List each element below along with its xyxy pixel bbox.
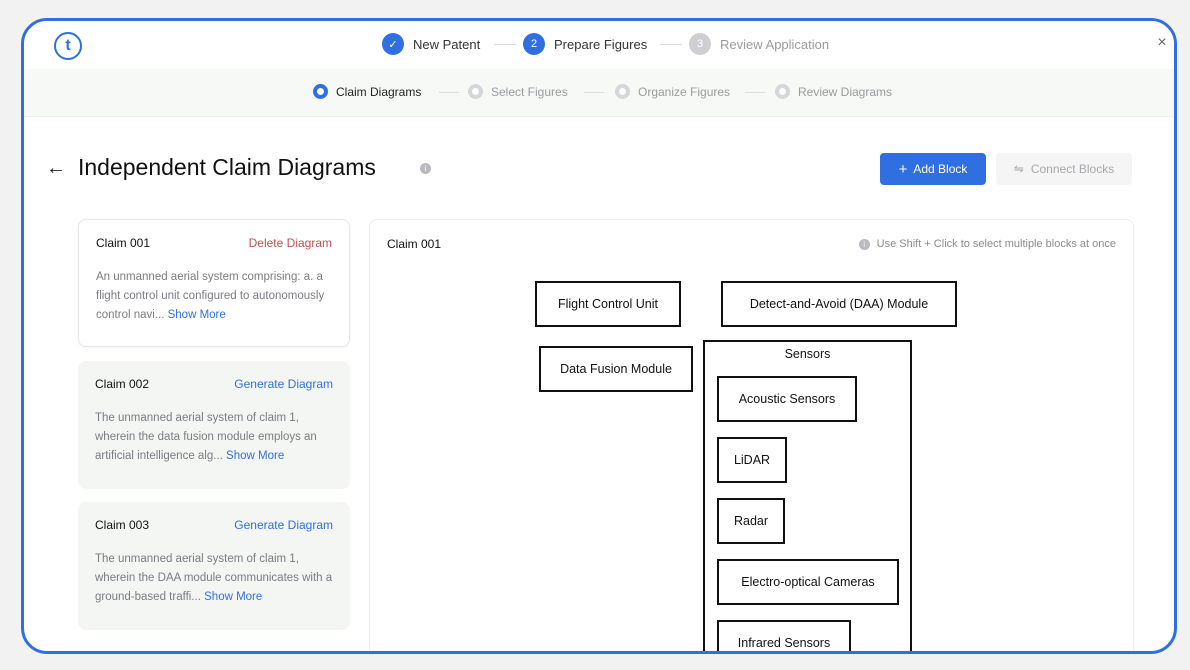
plus-icon: + <box>899 161 908 178</box>
block-electro-optical-cameras[interactable]: Electro-optical Cameras <box>717 559 899 605</box>
substep-review-diagrams[interactable]: Review Diagrams <box>775 84 892 99</box>
radio-inactive-icon <box>775 84 790 99</box>
connect-blocks-label: Connect Blocks <box>1031 162 1114 176</box>
close-icon[interactable]: × <box>1154 34 1170 52</box>
top-stepper-bar: t ✓ New Patent 2 Prepare Figures 3 Revie… <box>24 21 1174 69</box>
show-more-link[interactable]: Show More <box>204 591 262 603</box>
claim-text: An unmanned aerial system comprising: a.… <box>96 268 332 325</box>
block-infrared-sensors[interactable]: Infrared Sensors <box>717 620 851 654</box>
substep-label: Claim Diagrams <box>336 85 421 99</box>
claim-card-001[interactable]: Claim 001 Delete Diagram An unmanned aer… <box>78 219 350 347</box>
claim-title: Claim 001 <box>96 236 150 250</box>
substep-separator <box>745 92 765 93</box>
claim-card-003[interactable]: Claim 003 Generate Diagram The unmanned … <box>78 502 350 630</box>
connect-icon: ⇋ <box>1014 162 1024 176</box>
show-more-link[interactable]: Show More <box>226 450 284 462</box>
claim-text: The unmanned aerial system of claim 1, w… <box>95 550 333 607</box>
radio-active-icon <box>313 84 328 99</box>
substep-separator <box>584 92 604 93</box>
step-label: New Patent <box>413 37 480 52</box>
generate-diagram-link[interactable]: Generate Diagram <box>234 377 333 391</box>
claim-title: Claim 002 <box>95 377 149 391</box>
generate-diagram-link[interactable]: Generate Diagram <box>234 518 333 532</box>
step-new-patent[interactable]: ✓ New Patent <box>382 33 480 55</box>
add-block-button[interactable]: + Add Block <box>880 153 986 185</box>
step-separator <box>660 44 682 45</box>
step-review-application[interactable]: 3 Review Application <box>689 33 829 55</box>
radio-inactive-icon <box>468 84 483 99</box>
hint-text: Use Shift + Click to select multiple blo… <box>877 238 1116 250</box>
substep-label: Review Diagrams <box>798 85 892 99</box>
claim-title: Claim 003 <box>95 518 149 532</box>
substep-claim-diagrams[interactable]: Claim Diagrams <box>313 84 421 99</box>
block-daa-module[interactable]: Detect-and-Avoid (DAA) Module <box>721 281 957 327</box>
substep-select-figures[interactable]: Select Figures <box>468 84 568 99</box>
substep-label: Organize Figures <box>638 85 730 99</box>
substep-separator <box>439 92 459 93</box>
step-prepare-figures[interactable]: 2 Prepare Figures <box>523 33 647 55</box>
info-icon: i <box>859 239 870 250</box>
substep-label: Select Figures <box>491 85 568 99</box>
app-window: t ✓ New Patent 2 Prepare Figures 3 Revie… <box>21 18 1177 654</box>
sub-stepper-bar: Claim Diagrams Select Figures Organize F… <box>24 69 1174 117</box>
delete-diagram-link[interactable]: Delete Diagram <box>249 236 332 250</box>
show-more-link[interactable]: Show More <box>168 309 226 321</box>
block-radar[interactable]: Radar <box>717 498 785 544</box>
block-sensors-group[interactable]: Sensors Acoustic Sensors LiDAR Radar Ele… <box>703 340 912 654</box>
diagram-canvas[interactable]: Claim 001 i Use Shift + Click to select … <box>369 219 1134 654</box>
step-label: Prepare Figures <box>554 37 647 52</box>
radio-inactive-icon <box>615 84 630 99</box>
block-lidar[interactable]: LiDAR <box>717 437 787 483</box>
checkmark-icon: ✓ <box>382 33 404 55</box>
substep-organize-figures[interactable]: Organize Figures <box>615 84 730 99</box>
step-separator <box>494 44 516 45</box>
block-data-fusion-module[interactable]: Data Fusion Module <box>539 346 693 392</box>
claim-text: The unmanned aerial system of claim 1, w… <box>95 409 333 466</box>
info-icon[interactable]: i <box>420 163 431 174</box>
block-acoustic-sensors[interactable]: Acoustic Sensors <box>717 376 857 422</box>
back-arrow-icon[interactable]: ← <box>46 157 66 180</box>
step-number-badge: 3 <box>689 33 711 55</box>
app-logo[interactable]: t <box>54 32 82 60</box>
connect-blocks-button[interactable]: ⇋ Connect Blocks <box>996 153 1132 185</box>
add-block-label: Add Block <box>913 162 967 176</box>
claim-card-002[interactable]: Claim 002 Generate Diagram The unmanned … <box>78 361 350 489</box>
block-flight-control-unit[interactable]: Flight Control Unit <box>535 281 681 327</box>
group-label: Sensors <box>705 347 910 361</box>
step-label: Review Application <box>720 37 829 52</box>
diagram-hint: i Use Shift + Click to select multiple b… <box>859 238 1116 250</box>
page-title: Independent Claim Diagrams <box>78 154 376 181</box>
diagram-title: Claim 001 <box>387 237 441 251</box>
step-number-badge: 2 <box>523 33 545 55</box>
